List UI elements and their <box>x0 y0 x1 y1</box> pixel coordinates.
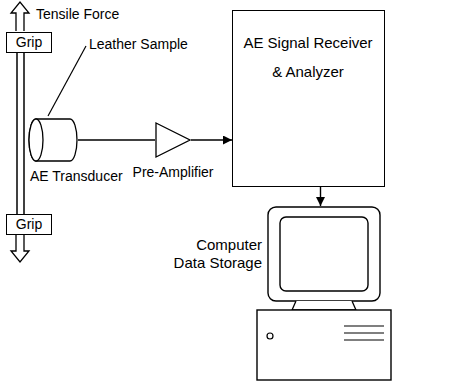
amplifier-triangle: Pre-Amplifier <box>155 122 191 158</box>
signal-connector <box>78 139 155 140</box>
signal-connector <box>191 139 232 140</box>
grip-box: Grip <box>6 214 52 235</box>
node-label: Computer Data Storage <box>172 236 262 272</box>
node-label: AE Transducer <box>30 168 123 185</box>
transducer-cylinder: AE Transducer <box>28 118 78 162</box>
leader-line <box>48 46 86 116</box>
leather-sample <box>16 52 18 214</box>
force-arrow-up <box>11 2 29 31</box>
receiver-box: AE Signal Receiver & Analyzer <box>232 10 385 187</box>
node-label: Pre-Amplifier <box>133 164 214 181</box>
node-label: Grip <box>16 216 42 233</box>
force-label: Tensile Force <box>35 6 120 23</box>
computer-icon: Computer Data Storage <box>256 206 392 382</box>
transducer-cylinder <box>28 118 78 162</box>
force-arrow-down <box>11 234 29 262</box>
leather-sample <box>23 52 25 214</box>
computer-icon <box>256 206 392 382</box>
part-label: Leather Sample <box>88 36 189 53</box>
signal-connector <box>320 187 321 206</box>
amplifier-triangle <box>155 122 191 158</box>
grip-box: Grip <box>6 32 52 53</box>
node-label: Grip <box>16 34 42 51</box>
node-label: AE Signal Receiver & Analyzer <box>238 29 378 86</box>
